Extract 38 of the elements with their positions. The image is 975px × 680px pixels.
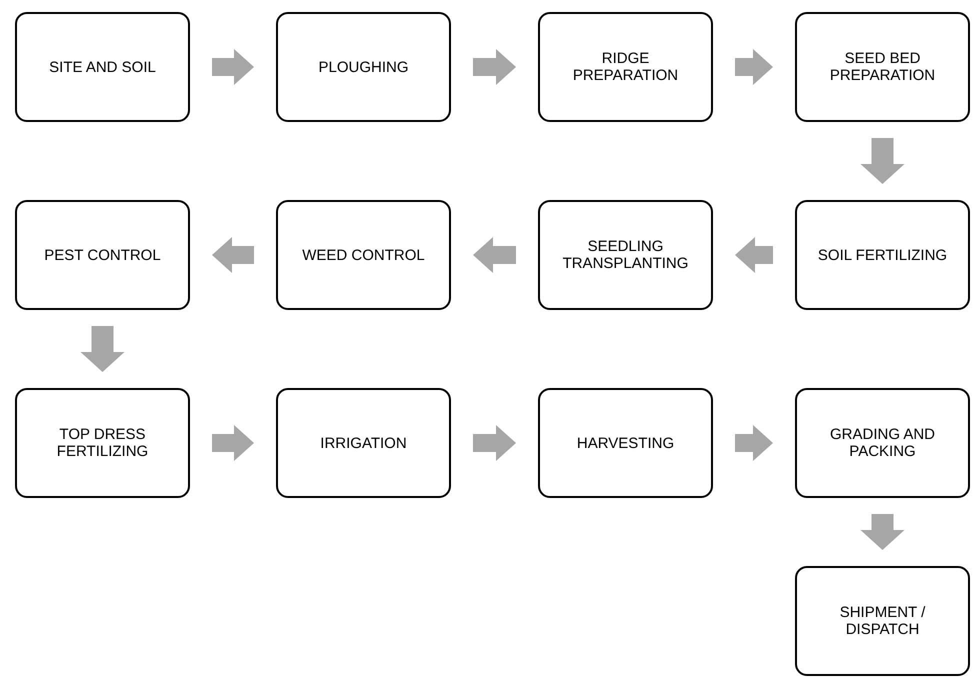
process-box	[795, 12, 970, 122]
step-label: PLOUGHING	[318, 58, 408, 76]
step-label: SOIL FERTILIZING	[818, 246, 948, 264]
block-arrow	[735, 425, 773, 461]
process-box	[15, 388, 190, 498]
step-label: TOP DRESS FERTILIZING	[56, 426, 150, 460]
block-arrow	[473, 49, 516, 85]
process-box	[795, 388, 970, 498]
process-box	[795, 566, 970, 676]
block-arrow	[80, 326, 124, 372]
step-label: GRADING AND PACKING	[828, 426, 936, 460]
process-box	[795, 200, 970, 310]
block-arrow	[735, 49, 773, 85]
block-arrow	[473, 237, 516, 273]
step-label: WEED CONTROL	[302, 246, 425, 264]
block-arrow	[212, 49, 254, 85]
process-box	[15, 200, 190, 310]
block-arrow	[212, 237, 254, 273]
process-box	[538, 200, 713, 310]
process-box	[276, 12, 451, 122]
process-box	[276, 200, 451, 310]
block-arrow	[212, 425, 254, 461]
block-arrow	[860, 138, 904, 184]
process-box	[15, 12, 190, 122]
step-label: IRRIGATION	[320, 434, 407, 452]
process-box	[276, 388, 451, 498]
step-label: SITE AND SOIL	[49, 58, 156, 76]
block-arrow	[735, 237, 773, 273]
step-label: RIDGE PREPARATION	[572, 50, 680, 84]
step-label: PEST CONTROL	[44, 246, 161, 264]
process-box	[538, 388, 713, 498]
process-box	[538, 12, 713, 122]
step-label: SEED BED PREPARATION	[828, 50, 936, 84]
block-arrow	[473, 425, 516, 461]
step-label: SEEDLING TRANSPLANTING	[562, 238, 690, 272]
step-label: SHIPMENT / DISPATCH	[838, 604, 926, 638]
block-arrow	[860, 514, 904, 550]
step-label: HARVESTING	[576, 434, 674, 452]
